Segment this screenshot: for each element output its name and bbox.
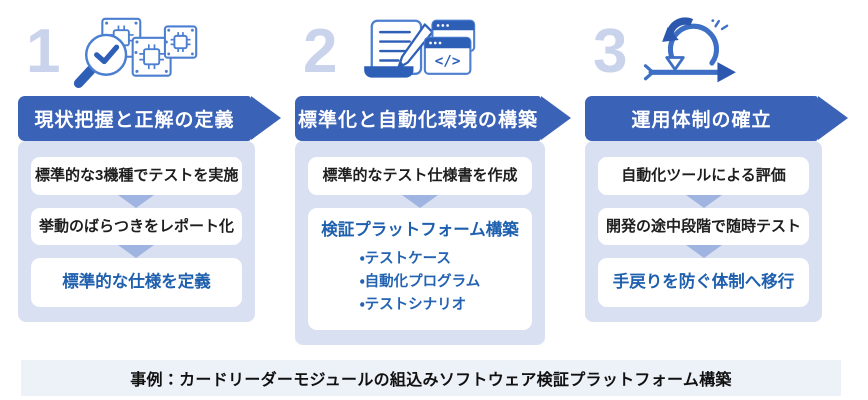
step-title: 現状把握と正解の定義 xyxy=(34,110,235,131)
step-title: 標準化と自動化環境の構築 xyxy=(297,110,538,131)
down-arrow-icon xyxy=(402,194,438,208)
step-result: 手戻りを防ぐ体制へ移行 xyxy=(598,258,809,308)
step-title-banner: 現状把握と正解の定義 xyxy=(18,96,281,141)
example-footer: 事例：カードリーダーモジュールの組込みソフトウェア検証プラットフォーム構築 xyxy=(21,359,841,396)
step-column-3: 3 xyxy=(585,8,848,345)
platform-box: 検証プラットフォーム構築 ・テストケース ・自動化プログラム ・テストシナリオ xyxy=(307,207,533,330)
down-arrow-icon xyxy=(685,194,722,208)
step-2-header: 2 xyxy=(295,8,571,96)
step-card: 自動化ツールによる評価 開発の途中段階で随時テスト 手戻りを防ぐ体制へ移行 xyxy=(585,141,822,323)
iteration-loop-icon xyxy=(640,13,746,91)
down-arrow-icon xyxy=(685,245,722,258)
svg-text:</>: </> xyxy=(435,53,461,69)
step-title: 運用体制の確立 xyxy=(631,110,772,131)
down-arrow-icon xyxy=(118,245,155,258)
step-item: 自動化ツールによる評価 xyxy=(598,157,809,195)
step-3-header: 3 xyxy=(585,8,848,96)
step-title-banner: 運用体制の確立 xyxy=(585,96,848,141)
search-chips-icon xyxy=(72,13,200,91)
step-column-1: 1 xyxy=(18,8,281,345)
step-result: 標準的な仕様を定義 xyxy=(31,258,242,308)
step-item: 挙動のばらつきをレポート化 xyxy=(31,207,242,245)
step-item: 標準的なテスト仕様書を作成 xyxy=(307,157,533,195)
platform-title: 検証プラットフォーム構築 xyxy=(321,220,519,239)
document-code-icon: </> xyxy=(349,13,477,91)
bullet-item: ・テストシナリオ xyxy=(359,296,467,313)
step-1-header: 1 xyxy=(18,8,281,96)
step-number: 2 xyxy=(302,17,338,86)
step-card: 標準的な3機種でテストを実施 挙動のばらつきをレポート化 標準的な仕様を定義 xyxy=(18,141,255,323)
down-arrow-icon xyxy=(118,194,155,208)
footer-label: 事例：カードリーダーモジュールの組込みソフトウェア検証プラットフォーム構築 xyxy=(130,371,732,389)
bullet-item: ・自動化プログラム xyxy=(359,273,481,290)
step-number: 1 xyxy=(26,17,61,86)
step-title-banner: 標準化と自動化環境の構築 xyxy=(294,96,572,141)
bullet-list: ・テストケース ・自動化プログラム ・テストシナリオ xyxy=(360,248,481,317)
bullet-item: ・テストケース xyxy=(359,250,451,267)
step-card: 標準的なテスト仕様書を作成 検証プラットフォーム構築 ・テストケース ・自動化プ… xyxy=(294,141,546,345)
steps-row: 1 xyxy=(18,8,848,345)
step-item: 開発の途中段階で随時テスト xyxy=(598,207,809,245)
step-item: 標準的な3機種でテストを実施 xyxy=(31,157,242,195)
step-column-2: 2 xyxy=(294,8,572,345)
step-number: 3 xyxy=(593,17,628,86)
